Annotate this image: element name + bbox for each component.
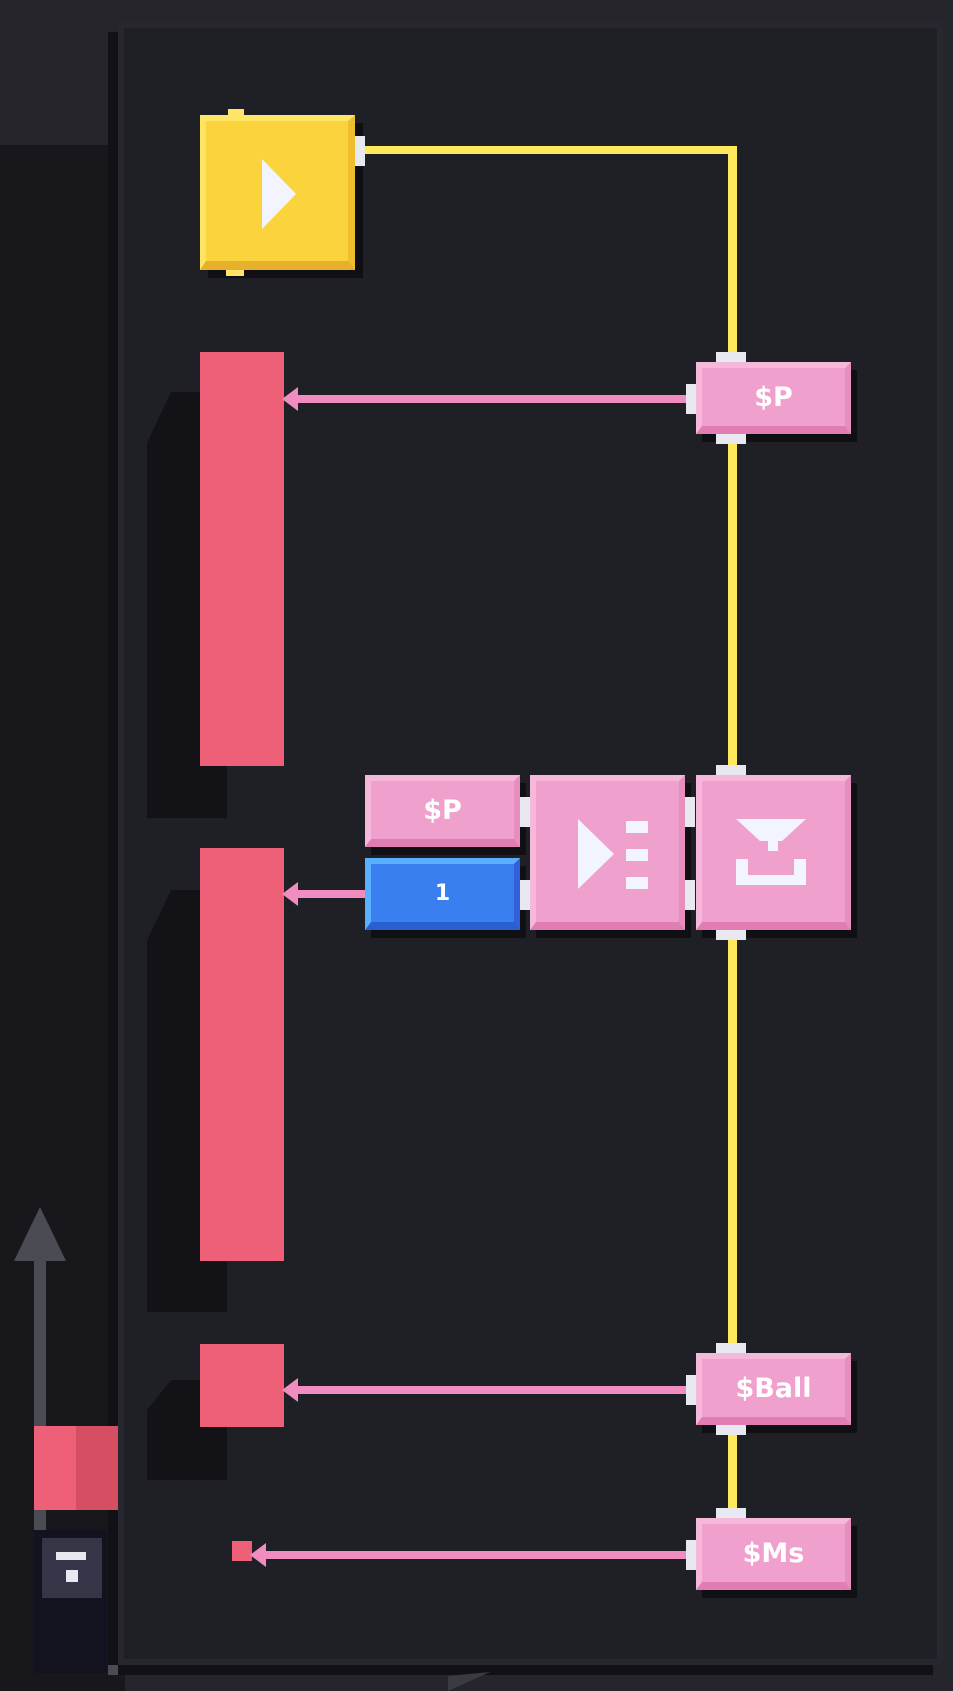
get-p-node[interactable]: $P	[365, 775, 520, 847]
play-icon	[262, 159, 296, 229]
set-ball-node[interactable]: $Ball	[696, 1353, 851, 1425]
port	[716, 352, 746, 362]
save-button[interactable]	[34, 1530, 107, 1673]
store-node[interactable]	[696, 775, 851, 930]
flow-wire	[728, 935, 737, 1351]
port	[685, 880, 695, 910]
arrow-left-icon	[282, 1378, 298, 1402]
set-p-node[interactable]: $P	[696, 362, 851, 434]
resize-handle[interactable]	[108, 1665, 118, 1675]
flow-wire	[728, 440, 737, 775]
arrow-left-icon	[250, 1543, 266, 1567]
port	[226, 270, 244, 276]
port	[716, 1343, 746, 1353]
port	[355, 136, 365, 166]
port	[716, 930, 746, 940]
data-wire	[298, 395, 688, 403]
port	[686, 1375, 696, 1405]
compare-icon	[578, 819, 648, 889]
port	[716, 765, 746, 775]
data-wire	[266, 1551, 688, 1559]
arrow-left-icon	[282, 387, 298, 411]
play-icon	[448, 1672, 490, 1691]
node-label: $P	[423, 794, 462, 826]
port	[228, 109, 244, 117]
port	[520, 880, 530, 910]
node-label: $P	[754, 381, 793, 413]
data-wire	[298, 1386, 688, 1394]
compare-node[interactable]	[530, 775, 685, 930]
number-node[interactable]: 1	[365, 858, 520, 930]
flow-wire	[356, 146, 737, 154]
store-icon	[736, 819, 806, 885]
node-label: 1	[434, 880, 451, 906]
color-swatch[interactable]	[34, 1426, 118, 1510]
target-ms	[232, 1541, 252, 1561]
flow-wire	[722, 1590, 742, 1596]
save-icon	[42, 1538, 102, 1598]
arrow-left-icon	[282, 882, 298, 906]
port	[686, 1540, 696, 1570]
target-bar-p-increment	[200, 848, 284, 1261]
target-bar-p	[200, 352, 284, 766]
node-label: $Ms	[742, 1537, 805, 1569]
port	[520, 797, 530, 827]
port	[716, 434, 746, 444]
port	[686, 384, 696, 414]
port	[685, 797, 695, 827]
node-label: $Ball	[735, 1372, 812, 1404]
start-node[interactable]	[200, 115, 355, 270]
flow-wire	[728, 1430, 737, 1518]
port	[716, 1425, 746, 1435]
set-ms-node[interactable]: $Ms	[696, 1518, 851, 1590]
port	[716, 1508, 746, 1518]
flow-wire	[728, 146, 737, 361]
target-ball	[200, 1344, 284, 1427]
swatch-shade	[76, 1426, 118, 1510]
